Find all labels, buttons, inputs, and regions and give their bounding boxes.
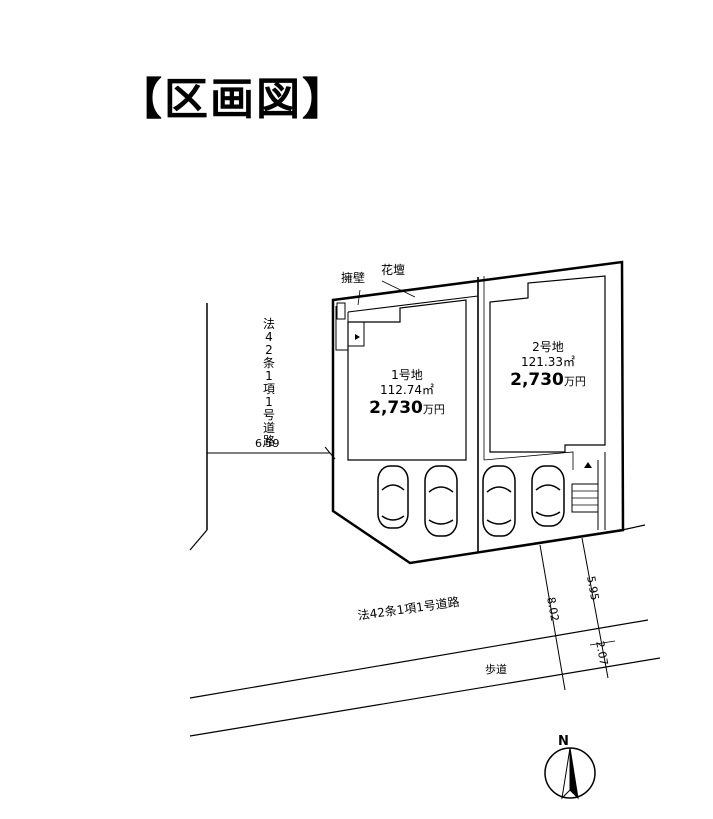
lot-1: 1号地 112.74㎡ 2,730万円 [357, 368, 457, 419]
lot-2-area: 121.33㎡ [521, 355, 575, 369]
site-outline [331, 260, 625, 565]
retaining-wall [335, 306, 349, 351]
road-edge-2 [189, 657, 661, 737]
road-edge-1 [189, 619, 649, 699]
flower-bed [347, 295, 479, 313]
lot-1-area: 112.74㎡ [380, 383, 434, 397]
lot-2-name: 2号地 [532, 340, 564, 354]
car-1 [377, 465, 409, 529]
retaining-wall-label: 擁壁 [341, 271, 366, 285]
car-3 [482, 465, 516, 537]
sidewalk-label: 歩道 [485, 663, 507, 676]
lot-1-name: 1号地 [391, 368, 423, 382]
west-road-corner [189, 529, 208, 551]
car-4 [531, 465, 565, 527]
lot2-building [489, 275, 606, 453]
lot-2: 2号地 121.33㎡ 2,730万円 [498, 340, 598, 391]
lot1-building [347, 299, 467, 461]
lot-2-price-unit: 万円 [563, 375, 586, 388]
flower-bed-label: 花壇 [381, 263, 406, 277]
west-road-width: 6.59 [255, 437, 280, 450]
lot-1-price-unit: 万円 [422, 403, 445, 416]
page-title: 【区画図】 [118, 74, 348, 125]
car-2 [424, 465, 458, 537]
north-label: N [558, 734, 569, 749]
west-road-label: 法42条1項1号道路 [262, 317, 275, 448]
lot-1-price: 2,730 [369, 398, 423, 418]
south-road-dimension-b [539, 544, 566, 691]
south-road-dimension-a [581, 537, 609, 679]
lot-2-price: 2,730 [510, 370, 564, 390]
